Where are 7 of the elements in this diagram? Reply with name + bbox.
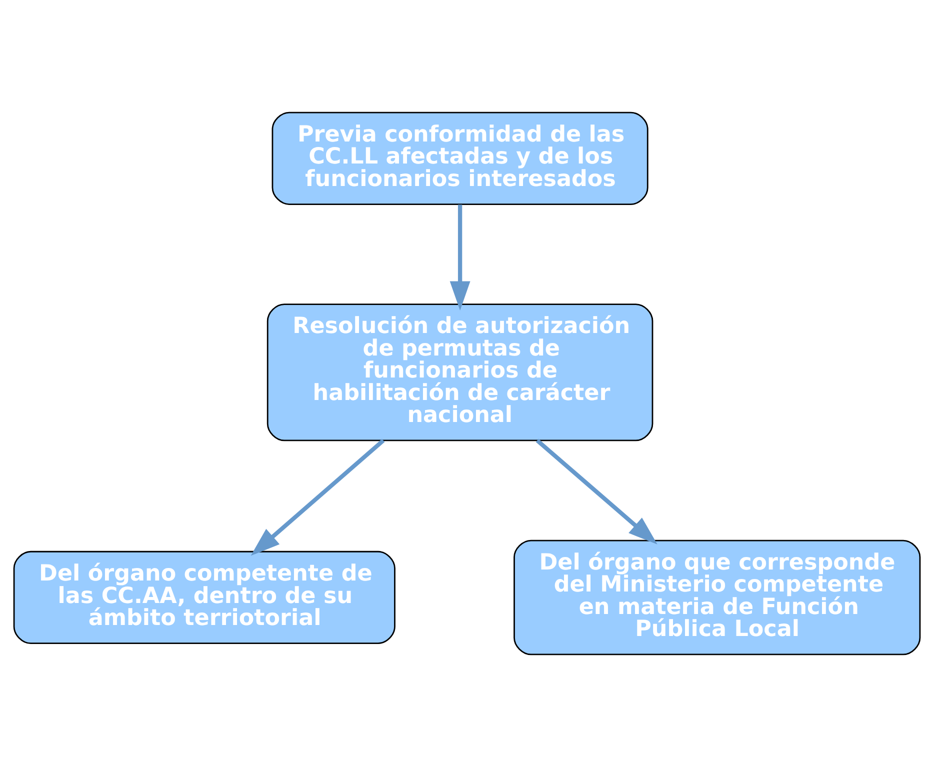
arrow [536,438,658,544]
arrow [450,204,470,311]
node-box: Del órgano que corresponde del Ministerio competente en materia de Función Pública Local [514,540,921,656]
node-box: Del órgano competente de las CC.AA, dentro de su ámbito terriotorial [13,550,396,644]
node-box: Previa conformidad de las CC.LL afectadas y de los funcionarios interesados [272,112,648,205]
node-box: Resolución de autorización de permutas de funcionarios de habilitación de carácter nacional [266,304,654,442]
arrow [250,438,385,556]
